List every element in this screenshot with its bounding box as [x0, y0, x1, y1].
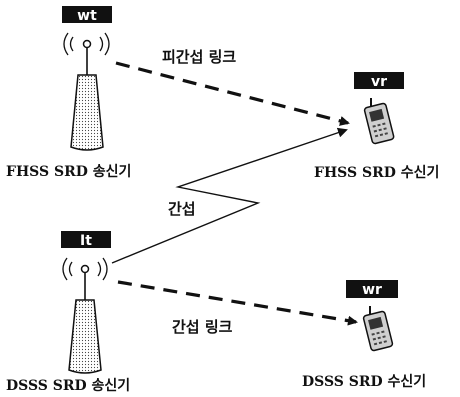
interference-link-arrow — [117, 280, 358, 326]
interference-label: 간섭 — [168, 200, 196, 218]
victim-link-arrow — [115, 61, 350, 126]
svg-text:vr: vr — [371, 74, 387, 90]
interference-link-label: 간섭 링크 — [172, 318, 233, 336]
svg-text:wt: wt — [77, 8, 97, 24]
fhss-receiver-label: FHSS SRD 수신기 — [314, 165, 439, 181]
tag-wt: wt — [62, 6, 112, 24]
svg-text:wr: wr — [362, 282, 382, 298]
dsss-receiver-phone-icon — [362, 306, 394, 352]
dsss-receiver-label: DSSS SRD 수신기 — [302, 374, 426, 390]
svg-text:It: It — [80, 233, 92, 249]
tag-vr: vr — [354, 72, 404, 90]
tag-wr: wr — [346, 280, 398, 298]
tag-it: It — [61, 231, 111, 249]
interference-path-arrow — [111, 127, 348, 264]
dsss-transmitter-icon — [62, 257, 108, 374]
fhss-transmitter-label: FHSS SRD 송신기 — [6, 164, 131, 180]
dsss-transmitter-label: DSSS SRD 송신기 — [6, 378, 130, 394]
fhss-receiver-phone-icon — [363, 98, 395, 145]
victim-link-label: 피간섭 링크 — [162, 48, 236, 66]
fhss-transmitter-icon — [63, 32, 110, 151]
